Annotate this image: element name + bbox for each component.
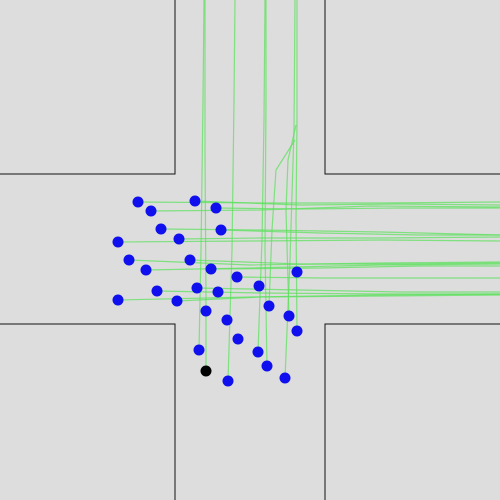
trajectory-line — [117, 239, 500, 243]
agent-marker — [132, 196, 144, 208]
agent-marker — [155, 223, 167, 235]
trajectory-line — [215, 207, 500, 210]
trajectory-line — [257, 0, 266, 353]
ego-agent-marker — [200, 365, 212, 377]
agent-marker — [173, 233, 185, 245]
trajectory-line — [194, 200, 500, 206]
agent-marker — [221, 314, 233, 326]
curb-bottom-right — [324, 323, 500, 500]
agent-marker — [151, 285, 163, 297]
agent-marker — [263, 300, 275, 312]
agent-marker — [283, 310, 295, 322]
agent-marker — [145, 205, 157, 217]
agent-marker — [123, 254, 135, 266]
agent-marker — [252, 346, 264, 358]
agent-marker — [171, 295, 183, 307]
trajectory-line — [117, 293, 500, 301]
agent-marker — [184, 254, 196, 266]
agent-marker — [205, 263, 217, 275]
trajectory-line — [150, 205, 500, 212]
agent-marker — [140, 264, 152, 276]
curb-top-right — [324, 0, 500, 175]
agent-marker — [189, 195, 201, 207]
agent-marker — [112, 236, 124, 248]
agent-marker — [253, 280, 265, 292]
trajectory-line — [196, 287, 500, 293]
trajectory-line — [220, 229, 500, 236]
trajectory-lines — [117, 0, 500, 382]
agent-marker — [231, 271, 243, 283]
trajectory-line — [236, 276, 500, 279]
agent-marker — [291, 266, 303, 278]
agent-marker — [210, 202, 222, 214]
agent-marker — [291, 325, 303, 337]
agent-marker — [215, 224, 227, 236]
agent-markers — [112, 195, 303, 387]
curb-top-left — [0, 0, 176, 175]
trajectory-line — [160, 228, 500, 236]
trajectory-line — [210, 265, 500, 270]
trajectory-line — [178, 236, 500, 240]
agent-marker — [222, 375, 234, 387]
agent-marker — [191, 282, 203, 294]
agent-marker — [261, 360, 273, 372]
agent-marker — [112, 294, 124, 306]
agent-marker — [212, 286, 224, 298]
trajectory-line — [145, 263, 500, 271]
curb-bottom-left — [0, 323, 176, 500]
trajectory-line — [189, 259, 500, 265]
agent-marker — [193, 344, 205, 356]
agent-marker — [232, 333, 244, 345]
trajectory-line — [204, 0, 207, 371]
agent-marker — [200, 305, 212, 317]
agent-marker — [279, 372, 291, 384]
